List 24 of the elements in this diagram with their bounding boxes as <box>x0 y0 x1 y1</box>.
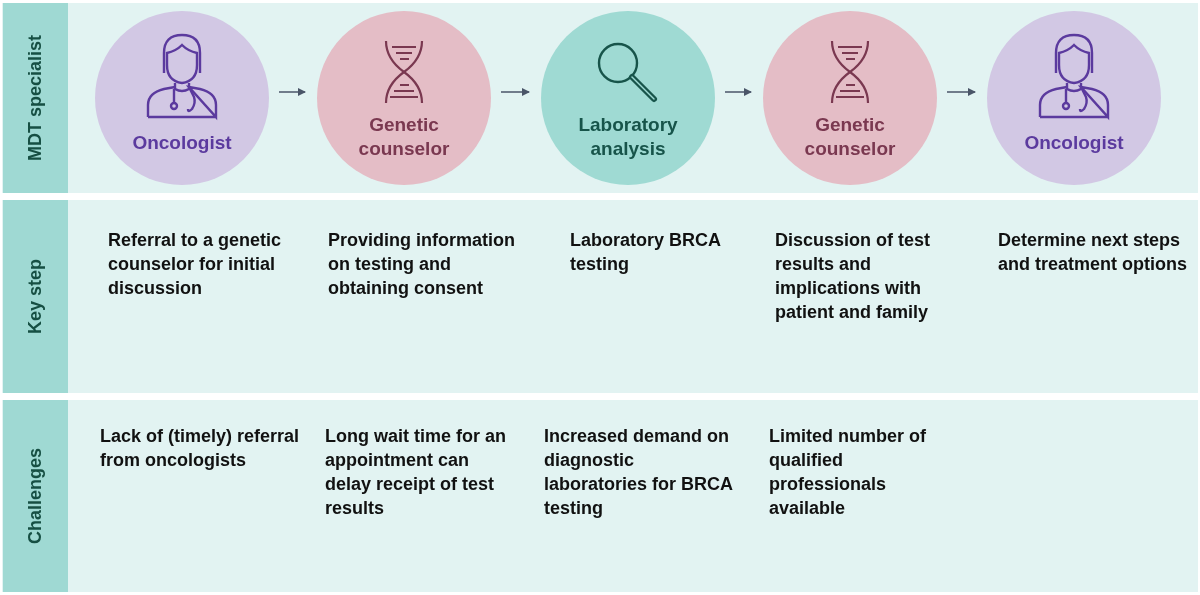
step-text: Laboratory BRCA testing <box>570 229 722 276</box>
step-text: Providing information on testing and obtaining consent <box>328 229 516 300</box>
step-text: Limited number of qualified professionals available <box>769 425 927 520</box>
arrow <box>724 88 752 96</box>
step-text: Discussion of test results and implications with patient and family <box>775 229 932 324</box>
role-name: Oncologist <box>131 131 233 155</box>
row-header-text: Challenges <box>25 448 46 544</box>
row-header-text: MDT specialist <box>25 34 46 161</box>
step-text: Lack of (timely) referral from oncologists <box>100 425 300 472</box>
row-header <box>3 3 68 193</box>
role-name: Oncologist <box>1023 131 1125 155</box>
arrow <box>500 88 530 96</box>
step-text: Referral to a genetic counselor for initial discussion <box>108 229 283 300</box>
role-name: Genetic counselor <box>357 113 451 161</box>
arrow <box>278 88 306 96</box>
step-text: Increased demand on diagnostic laboratories for BRCA testing <box>544 425 734 520</box>
row-header-text: Key step <box>25 258 46 334</box>
step-text: Determine next steps and treatment options <box>998 229 1188 276</box>
row-header <box>3 200 68 393</box>
role-name: Laboratory analysis <box>577 113 679 161</box>
step-text: Long wait time for an appointment can delay receipt of test results <box>325 425 507 520</box>
arrow <box>946 88 976 96</box>
row-header <box>3 400 68 592</box>
role-name: Genetic counselor <box>803 113 897 161</box>
